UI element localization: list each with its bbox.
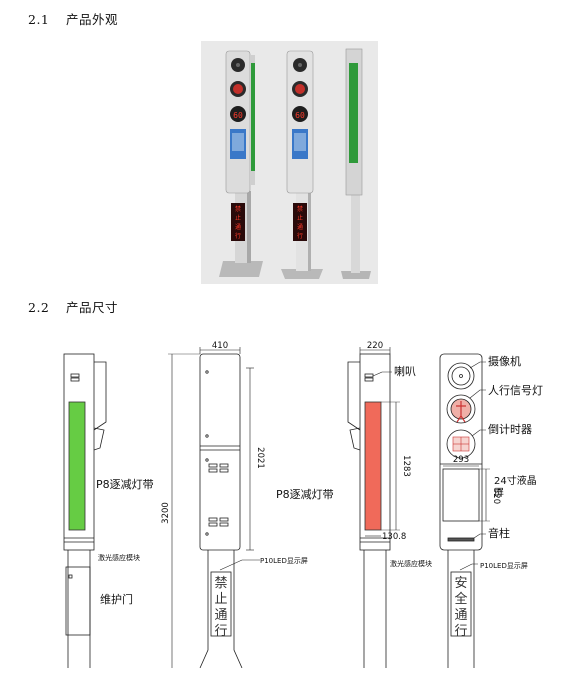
- dim-width-293: 293: [453, 455, 469, 465]
- label-camera: 摄像机: [488, 354, 521, 368]
- dim-width-410: 410: [212, 341, 228, 351]
- sign-a-char: 通: [214, 608, 227, 623]
- dimension-drawing: 410 2021 3200 220 1283 130.8 293 520 P8逐…: [63, 341, 543, 668]
- label-led-screen-a: P10LED显示屏: [260, 557, 308, 565]
- label-pedestrian-light: 人行信号灯: [488, 384, 543, 397]
- dim-height-3200: 3200: [161, 502, 171, 524]
- dim-height-1283: 1283: [401, 455, 411, 477]
- label-light-strip-right: P8逐减灯带: [276, 488, 334, 501]
- label-led-screen-b: P10LED显示屏: [480, 562, 528, 570]
- section-number: 2.2: [28, 300, 50, 315]
- section-heading-dimensions: 2.2 产品尺寸: [28, 297, 118, 316]
- sign-char: 止: [297, 214, 303, 222]
- sign-b-char: 行: [454, 624, 467, 639]
- sign-a-char: 止: [214, 592, 227, 607]
- section-title: 产品尺寸: [66, 300, 119, 315]
- sign-a-char: 行: [214, 624, 227, 639]
- sign-char: 行: [235, 232, 241, 240]
- dim-height-2021: 2021: [255, 447, 265, 469]
- drawing-side-view-right: [347, 347, 400, 668]
- dim-width-130-8: 130.8: [382, 532, 406, 542]
- label-lcd-screen-line2: 屏: [494, 487, 504, 499]
- label-sound-column: 音柱: [488, 526, 510, 540]
- label-maintenance-door: 维护门: [100, 592, 133, 606]
- sign-char: 通: [297, 223, 303, 231]
- pole-side-view: [341, 48, 371, 279]
- sign-a-char: 禁: [214, 576, 227, 591]
- label-light-strip-left: P8逐减灯带: [96, 478, 154, 491]
- sign-b-char: 全: [454, 591, 467, 607]
- section-heading-appearance: 2.1 产品外观: [28, 9, 118, 28]
- drawing-side-view-left: [63, 353, 107, 668]
- countdown-readout: 60: [233, 111, 243, 120]
- drawing-front-view-left: [168, 347, 260, 668]
- dim-height-520: 520: [491, 488, 501, 504]
- sign-b-char: 安: [454, 576, 467, 591]
- sign-char: 通: [235, 223, 241, 231]
- pole-front-view-2: 60 禁 止 通 行: [281, 50, 323, 279]
- sign-b-char: 通: [454, 608, 467, 623]
- sign-char: 禁: [297, 206, 303, 213]
- label-lcd-screen-line1: 24寸液晶: [494, 474, 537, 487]
- section-title: 产品外观: [66, 12, 119, 27]
- label-laser-module-right: 激光感应模块: [390, 559, 432, 568]
- label-laser-module-left: 激光感应模块: [98, 553, 140, 562]
- product-render-image: 60 禁 止 通 行 60 禁 止 通 行: [201, 41, 378, 284]
- pole-front-view-1: 60 禁 止 通 行: [219, 50, 263, 277]
- sign-char: 止: [235, 214, 241, 222]
- countdown-readout: 60: [295, 111, 305, 120]
- sign-char: 行: [297, 232, 303, 240]
- label-speaker: 喇叭: [394, 364, 416, 378]
- label-countdown-timer: 倒计时器: [488, 423, 532, 436]
- section-number: 2.1: [28, 12, 50, 27]
- drawing-front-view-right: [439, 353, 490, 668]
- sign-char: 禁: [235, 206, 241, 213]
- dim-width-220: 220: [367, 341, 383, 351]
